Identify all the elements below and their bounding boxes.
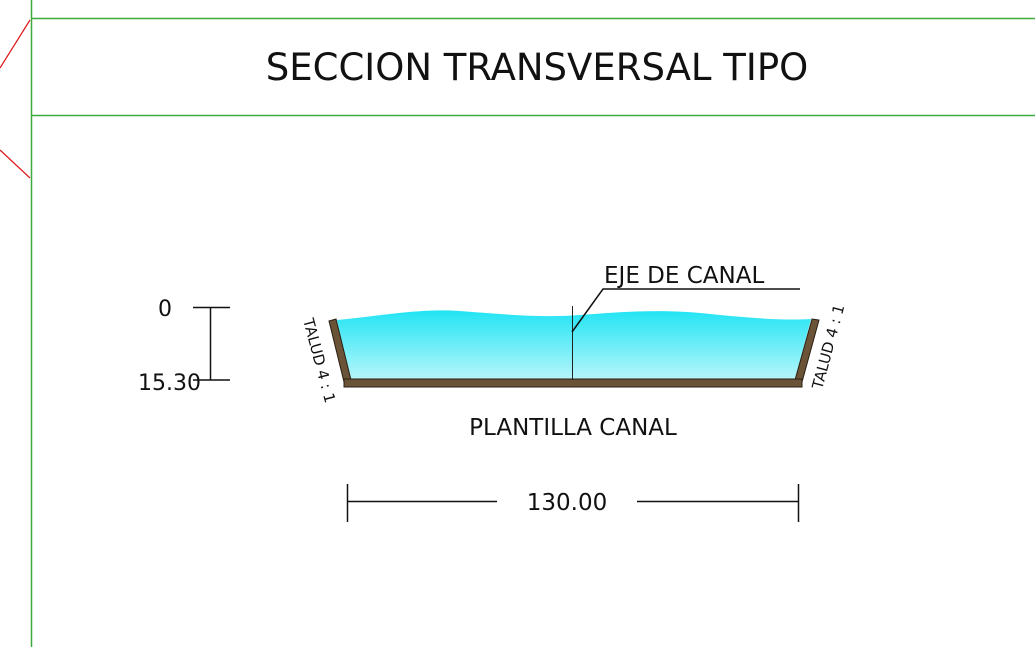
canal-base-slab [343, 378, 803, 388]
slope-label-right: TALUD 4 : 1 [808, 302, 848, 392]
base-label: PLANTILLA CANAL [469, 415, 677, 441]
depth-top-value: 0 [158, 297, 172, 322]
sheet-title: SECCION TRANSVERSAL TIPO [266, 46, 809, 89]
red-edge-line-lower [0, 149, 31, 179]
red-edge-line-upper [0, 19, 31, 69]
width-value: 130.00 [527, 490, 607, 516]
canal-axis-leader [571, 288, 800, 333]
water-section [337, 310, 811, 380]
depth-bottom-value: 15.30 [138, 371, 201, 396]
canal-axis-label: EJE DE CANAL [604, 263, 764, 289]
